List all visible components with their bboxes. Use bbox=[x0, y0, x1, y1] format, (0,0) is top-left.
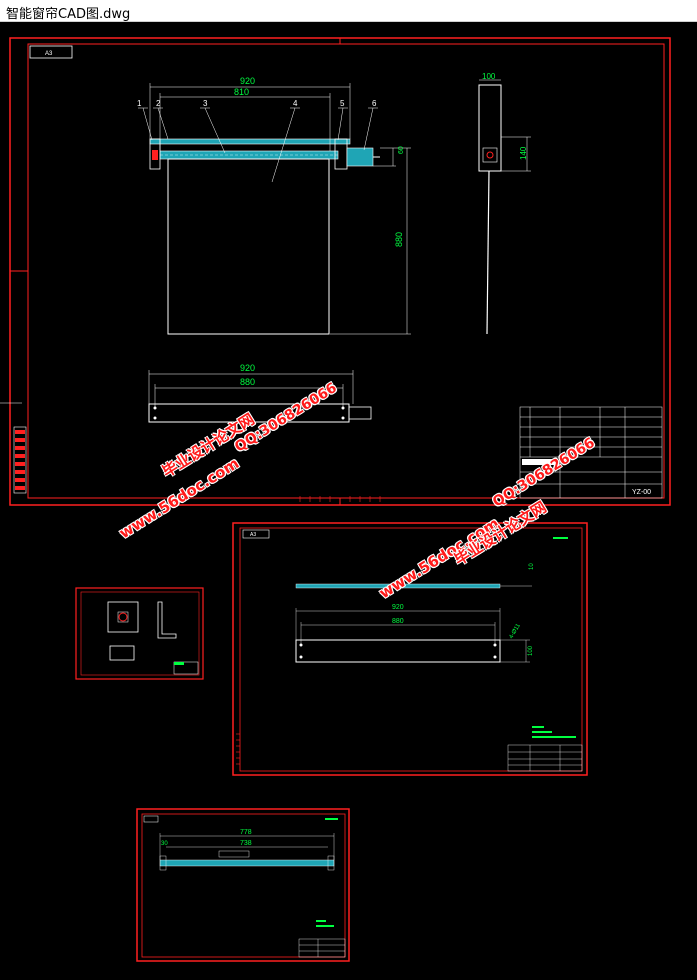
leader-1: 1 bbox=[137, 99, 142, 108]
cad-canvas[interactable]: A3 bbox=[0, 22, 697, 975]
sheet4-dim-778: 778 bbox=[240, 829, 252, 836]
front-view-curtain[interactable]: 1 2 3 4 5 6 920 810 880 60 bbox=[137, 76, 411, 335]
sheet3-notes bbox=[532, 726, 576, 738]
dim-100: 100 bbox=[482, 72, 496, 81]
dim-810: 810 bbox=[234, 87, 249, 97]
leader-6: 6 bbox=[372, 99, 377, 108]
leader-3: 3 bbox=[203, 99, 208, 108]
leader-4: 4 bbox=[293, 99, 298, 108]
sheet3-dim-920: 920 bbox=[392, 604, 404, 611]
dim-60: 60 bbox=[398, 146, 405, 154]
cad-drawing: A3 bbox=[0, 37, 671, 962]
window-titlebar: 智能窗帘CAD图.dwg bbox=[0, 0, 697, 22]
sheet3-dim-h: 100 bbox=[528, 645, 534, 656]
dim-140: 140 bbox=[519, 146, 528, 160]
sheet4-dim-738: 738 bbox=[240, 840, 252, 847]
dim-920-top: 920 bbox=[240, 363, 255, 373]
sheet3-tag: A3 bbox=[250, 532, 256, 538]
sheet1-margin-stamp bbox=[13, 426, 27, 494]
sheet4-notes bbox=[316, 920, 334, 927]
sheet4-dim-30: 30 bbox=[161, 841, 168, 847]
leader-2: 2 bbox=[156, 99, 161, 108]
sheet3-title-block bbox=[507, 744, 583, 772]
dim-920: 920 bbox=[240, 76, 255, 86]
sheet1-tag: A3 bbox=[45, 51, 53, 57]
sheet3-dim-880: 880 bbox=[392, 618, 404, 625]
drawing-sheet-2[interactable] bbox=[75, 587, 204, 680]
top-view-rail[interactable]: 920 880 bbox=[148, 363, 372, 423]
drawing-sheet-3[interactable]: A3 10 920 880 4-Ø11 100 bbox=[232, 522, 588, 776]
sheet1-title-block bbox=[519, 406, 663, 499]
window-title: 智能窗帘CAD图.dwg bbox=[6, 7, 131, 22]
sheet1-drawing-code: YZ-00 bbox=[632, 489, 651, 496]
drawing-sheet-1[interactable]: A3 bbox=[0, 37, 671, 506]
sheet4-title-block bbox=[298, 938, 346, 958]
leader-5: 5 bbox=[340, 99, 345, 108]
dim-880-top: 880 bbox=[240, 377, 255, 387]
sheet3-dim-note: 10 bbox=[529, 563, 535, 570]
side-view-bracket[interactable]: 100 140 bbox=[478, 72, 531, 335]
sheet3-dim-holes: 4-Ø11 bbox=[509, 622, 523, 640]
dim-880: 880 bbox=[394, 232, 404, 247]
drawing-sheet-4[interactable]: 778 738 30 bbox=[136, 808, 350, 962]
